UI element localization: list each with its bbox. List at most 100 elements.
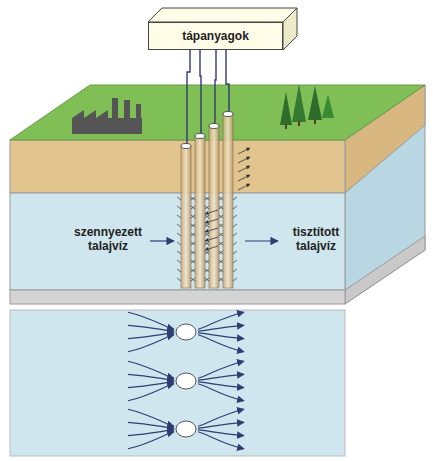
diffusion-arrow — [205, 219, 218, 223]
feed-pipe — [215, 50, 216, 126]
diffusion-arrow — [238, 148, 250, 154]
screen-mark — [191, 197, 209, 200]
screen-mark — [177, 224, 195, 227]
screen-mark — [177, 278, 195, 281]
base-layer — [10, 290, 345, 304]
plan-outflow — [198, 325, 244, 331]
screen-mark — [205, 251, 223, 254]
well-top — [223, 112, 233, 117]
screen-mark — [205, 233, 223, 236]
plan-flow — [128, 312, 244, 449]
screen-mark — [177, 251, 195, 254]
plan-inflow — [128, 325, 174, 331]
screen-mark — [177, 215, 195, 218]
screen-mark — [177, 260, 195, 263]
plan-inflow — [128, 409, 174, 426]
soil-layer — [10, 140, 345, 193]
screen-mark — [219, 215, 237, 218]
outflow-label: tisztított talajvíz — [280, 226, 352, 254]
diffusion-arrow — [205, 246, 218, 250]
box-side — [283, 8, 297, 50]
well-tube — [209, 126, 219, 288]
trees — [280, 84, 334, 129]
plan-view — [10, 310, 345, 456]
screen-mark — [191, 269, 209, 272]
screen-mark — [219, 224, 237, 227]
plan-outflow — [198, 409, 244, 426]
well-top — [209, 124, 219, 129]
diffusion-arrow — [205, 228, 218, 232]
box-top — [148, 8, 297, 22]
plan-outflow — [198, 432, 244, 449]
inflow-arrow — [150, 240, 174, 241]
screen-mark — [219, 197, 237, 200]
plan-inflow — [128, 361, 174, 378]
plan-outflow — [198, 422, 244, 428]
well-tube — [223, 114, 233, 288]
screen-mark — [205, 197, 223, 200]
screen-mark — [205, 278, 223, 281]
screen-mark — [177, 242, 195, 245]
screen-mark — [205, 224, 223, 227]
well-top — [195, 134, 205, 139]
screen-mark — [177, 206, 195, 209]
screen-mark — [177, 233, 195, 236]
plan-inflow — [128, 312, 174, 329]
screen-mark — [191, 251, 209, 254]
screen-mark — [219, 233, 237, 236]
box-label: tápanyagok — [182, 29, 249, 43]
plan-inflow — [128, 422, 174, 428]
plan-well — [176, 421, 196, 437]
screen-mark — [219, 206, 237, 209]
screen-mark — [205, 242, 223, 245]
diffusion-arrow — [205, 237, 218, 241]
diffusion-arrow — [238, 184, 250, 190]
well-tube — [195, 136, 205, 288]
screen-mark — [191, 278, 209, 281]
feed-pipe — [200, 50, 201, 136]
factory — [72, 98, 142, 134]
wells — [177, 50, 250, 288]
plan-inflow — [128, 384, 174, 401]
diffusion-arrow — [238, 166, 250, 172]
screen-mark — [219, 260, 237, 263]
screen-mark — [177, 197, 195, 200]
plan-outflow — [198, 374, 244, 380]
plan-well — [176, 373, 196, 389]
diffusion-arrow — [205, 210, 218, 214]
screen-mark — [219, 269, 237, 272]
well-tube — [181, 146, 191, 288]
plan-outflow — [198, 361, 244, 378]
screen-mark — [219, 242, 237, 245]
screen-mark — [205, 206, 223, 209]
screen-mark — [191, 215, 209, 218]
feed-pipe — [226, 50, 229, 114]
plan-well — [176, 324, 196, 340]
plan-outflow — [198, 312, 244, 329]
well-top — [181, 144, 191, 149]
diffusion-arrow — [238, 157, 250, 163]
nutrient-box: tápanyagok — [148, 22, 283, 50]
screen-mark — [205, 260, 223, 263]
screen-mark — [219, 251, 237, 254]
inflow-label: szennyezett talajvíz — [68, 226, 148, 254]
screen-mark — [191, 260, 209, 263]
feed-pipe — [187, 50, 190, 146]
base-side — [345, 236, 425, 304]
plan-inflow — [128, 432, 174, 449]
screen-mark — [177, 269, 195, 272]
plan-outflow — [198, 384, 244, 401]
plan-inflow — [128, 335, 174, 352]
outflow-arrow — [245, 240, 278, 241]
screen-mark — [205, 269, 223, 272]
screen-mark — [191, 233, 209, 236]
diffusion-arrow — [238, 175, 250, 181]
plan-inflow — [128, 374, 174, 380]
screen-mark — [205, 215, 223, 218]
screen-mark — [191, 242, 209, 245]
screen-mark — [191, 206, 209, 209]
screen-mark — [219, 278, 237, 281]
